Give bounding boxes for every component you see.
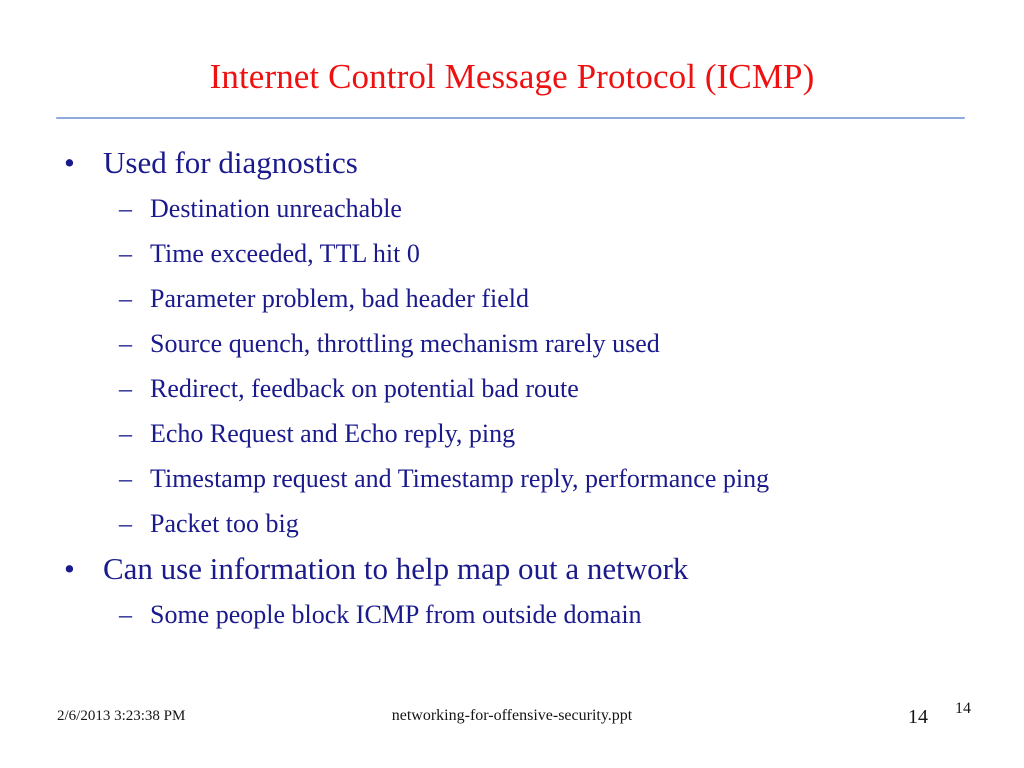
bullet-item-level-1: • Used for diagnostics [0, 140, 1024, 186]
bullet-text: Parameter problem, bad header field [150, 284, 529, 313]
bullet-text: Echo Request and Echo reply, ping [150, 419, 516, 448]
bullet-text: Can use information to help map out a ne… [103, 551, 689, 586]
footer-timestamp: 2/6/2013 3:23:38 PM [57, 708, 186, 724]
bullet-dot-icon: • [64, 145, 75, 180]
bullet-text: Destination unreachable [150, 194, 402, 223]
bullet-dash-icon: – [119, 374, 132, 403]
bullet-dash-icon: – [119, 284, 132, 313]
bullet-text: Timestamp request and Timestamp reply, p… [150, 464, 770, 493]
bullet-item-level-2: –Packet too big [0, 501, 1024, 546]
bullet-item-level-2: –Some people block ICMP from outside dom… [0, 592, 1024, 637]
bullet-text: Some people block ICMP from outside doma… [150, 600, 642, 629]
bullet-item-level-2: –Timestamp request and Timestamp reply, … [0, 456, 1024, 501]
bullet-dash-icon: – [119, 194, 132, 223]
page-title: Internet Control Message Protocol (ICMP) [209, 57, 815, 97]
bullet-dash-icon: – [119, 509, 132, 538]
bullet-dash-icon: – [119, 600, 132, 629]
bullet-dot-icon: • [64, 551, 75, 586]
slide-footer: 2/6/2013 3:23:38 PM networking-for-offen… [0, 700, 1024, 733]
bullet-item-level-2: –Echo Request and Echo reply, ping [0, 411, 1024, 456]
bullet-item-level-2: –Redirect, feedback on potential bad rou… [0, 366, 1024, 411]
bullet-item-level-2: –Parameter problem, bad header field [0, 276, 1024, 321]
slide-body: •Used for diagnostics–Destination unreac… [0, 140, 1024, 637]
bullet-item-level-1: • Can use information to help map out a n… [0, 546, 1024, 592]
footer-filename: networking-for-offensive-security.ppt [391, 707, 633, 724]
bullet-text: Redirect, feedback on potential bad rout… [150, 374, 579, 403]
bullet-text: Time exceeded, TTL hit 0 [150, 239, 420, 268]
bullet-dash-icon: – [119, 464, 132, 493]
bullet-dash-icon: – [119, 329, 132, 358]
bullet-item-level-2: –Time exceeded, TTL hit 0 [0, 231, 1024, 276]
footer-slide-number: 14 [908, 706, 928, 728]
footer-page-number: 14 [955, 700, 971, 717]
bullet-text: Used for diagnostics [103, 145, 358, 180]
bullet-dash-icon: – [119, 239, 132, 268]
bullet-item-level-2: –Destination unreachable [0, 186, 1024, 231]
bullet-text: Source quench, throttling mechanism rare… [150, 329, 660, 358]
title-divider-rule [56, 117, 965, 119]
bullet-text: Packet too big [150, 509, 299, 538]
bullet-dash-icon: – [119, 419, 132, 448]
bullet-item-level-2: –Source quench, throttling mechanism rar… [0, 321, 1024, 366]
